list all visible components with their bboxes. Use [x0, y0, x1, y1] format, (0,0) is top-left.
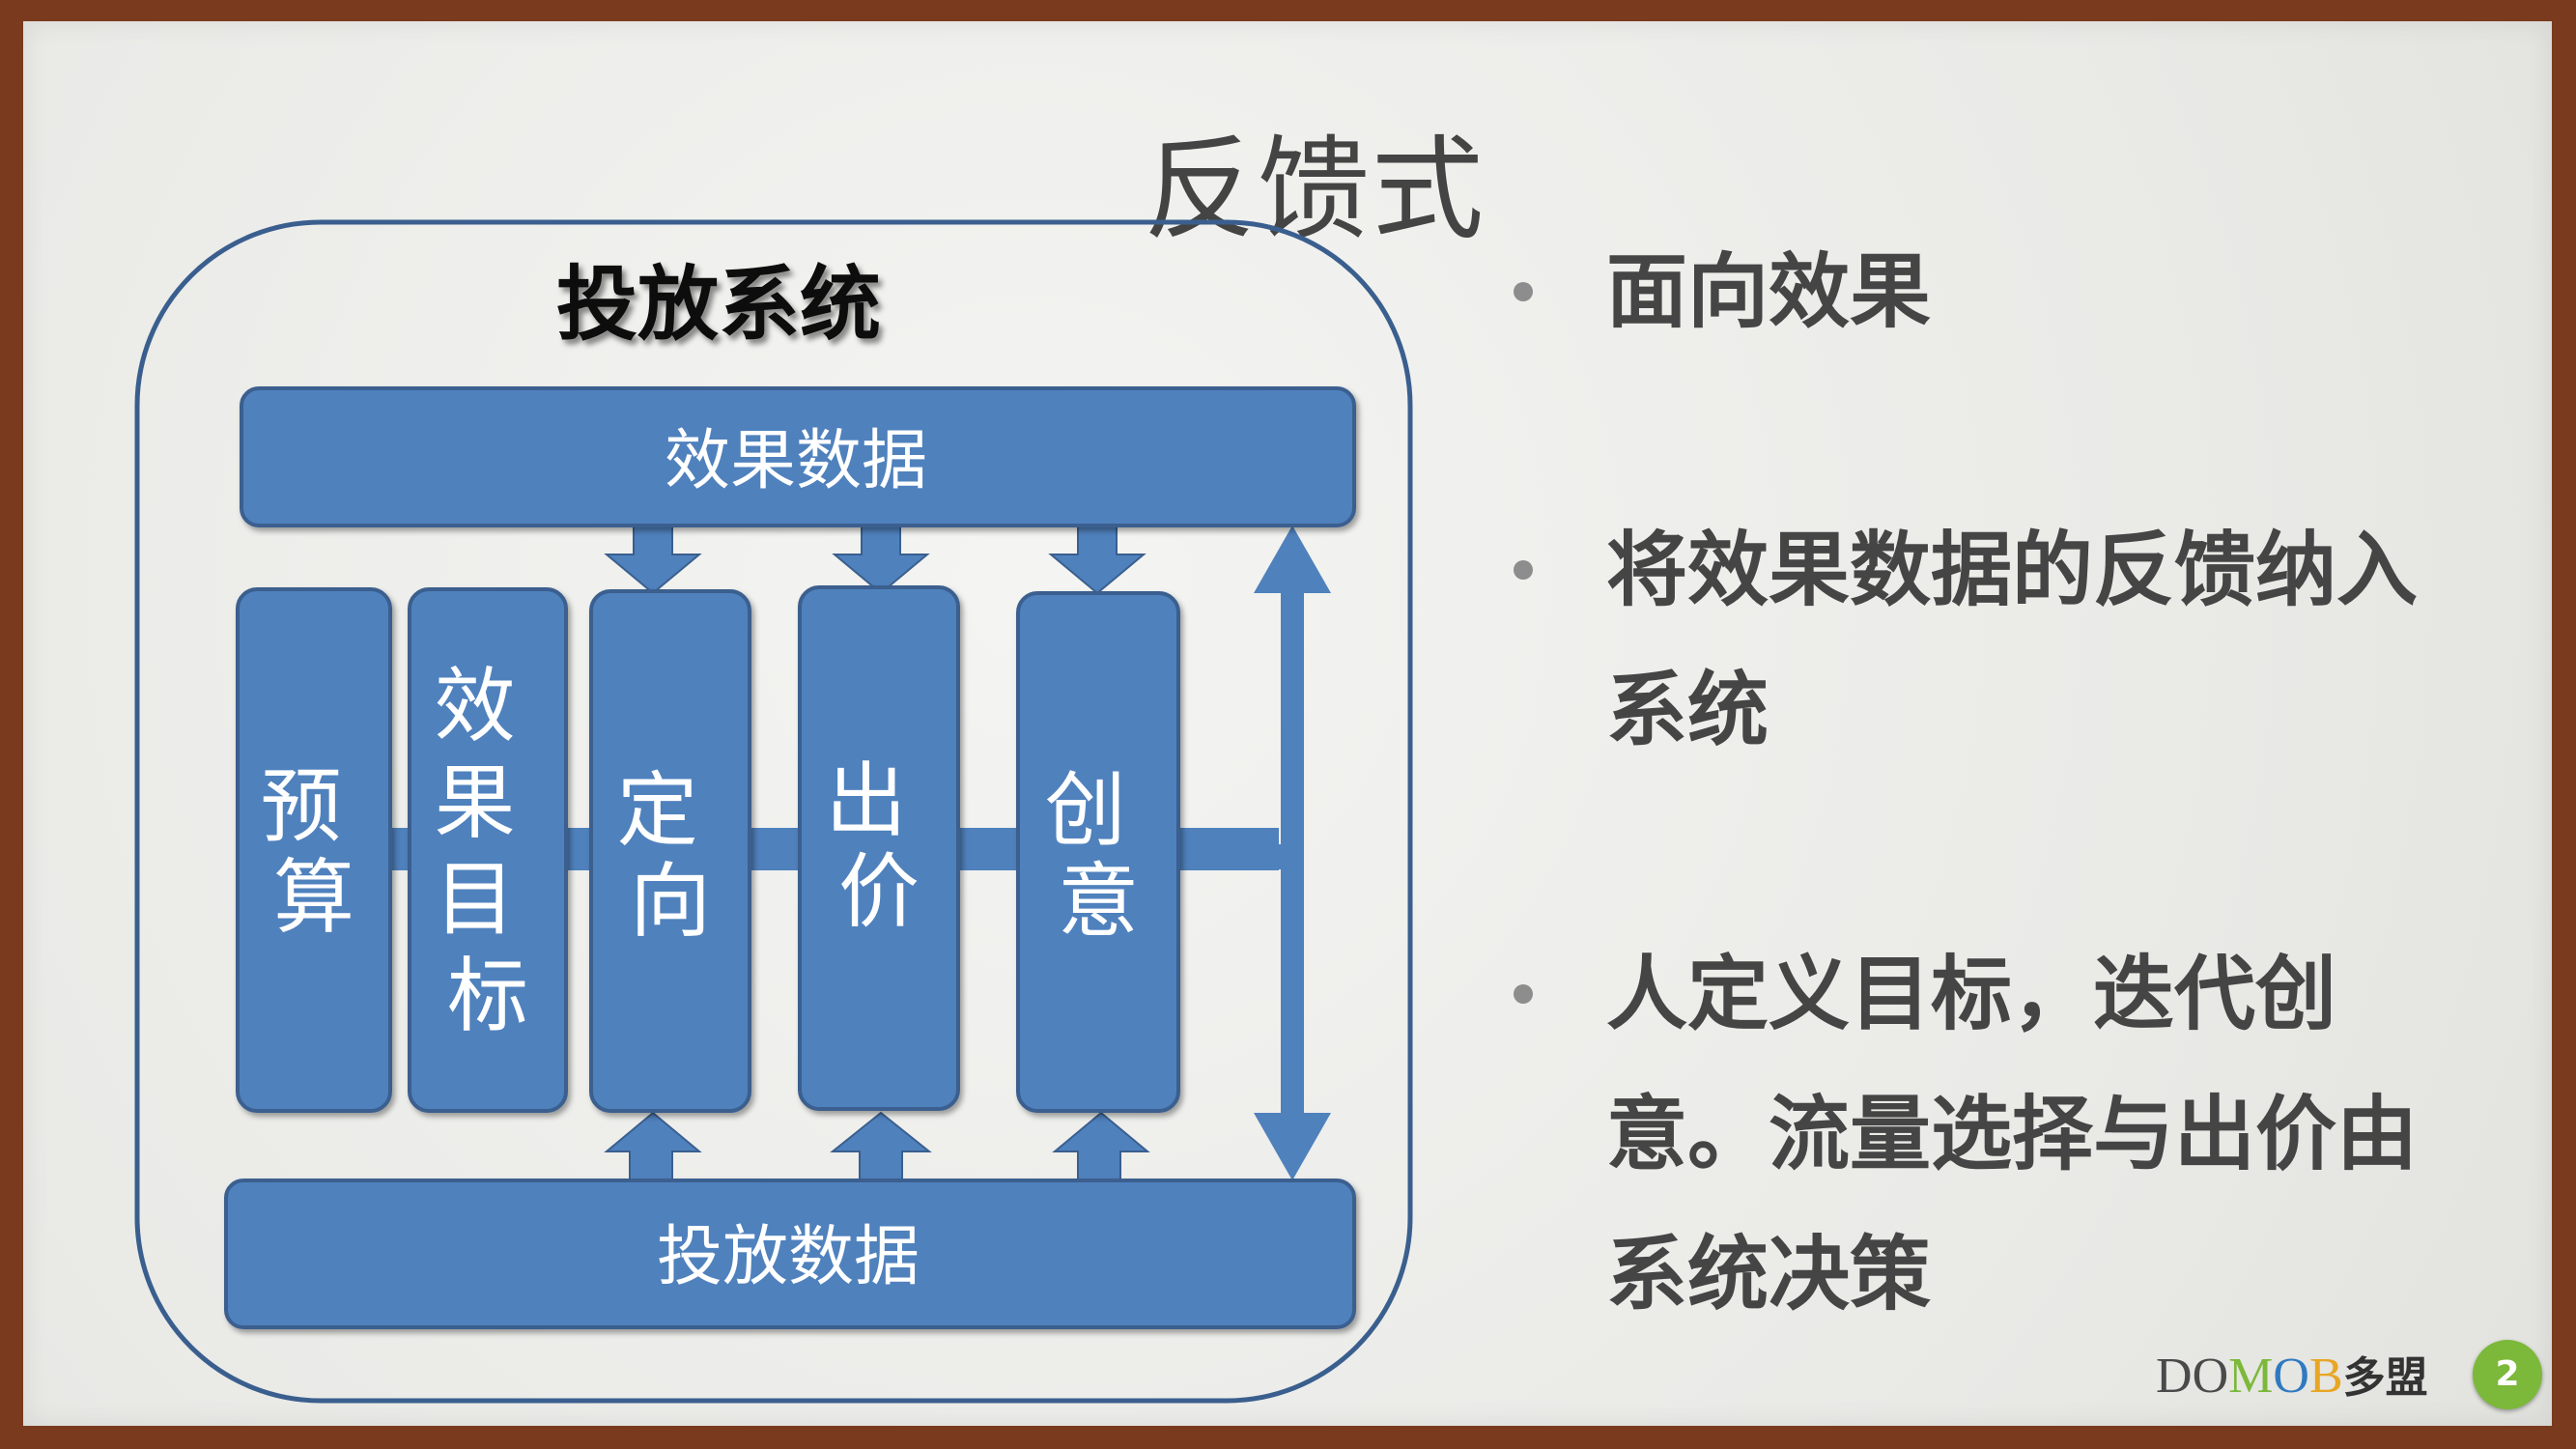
column-budget-char-1: 预 — [261, 759, 342, 854]
column-bidding: 出 价 — [798, 585, 960, 1111]
bullet-dot-icon — [1514, 984, 1533, 1004]
bullet-text: 人定义目标，迭代创意。流量选择与出价由系统决策 — [1606, 947, 2419, 1321]
bullet-dot-icon — [1514, 560, 1533, 580]
logo-latin: DOMOB — [2156, 1349, 2343, 1404]
up-arrow-targeting — [604, 1111, 702, 1181]
up-arrow-bidding — [830, 1111, 932, 1181]
feedback-connector — [1163, 844, 1290, 869]
slide-title: 反馈式 — [1144, 125, 1486, 255]
column-budget: 预 算 — [236, 587, 392, 1113]
column-budget-char-2: 算 — [273, 850, 354, 945]
system-container — [134, 219, 1413, 1404]
bullet-text: 将效果数据的反馈纳入系统 — [1606, 523, 2419, 757]
bullet-dot-icon — [1514, 282, 1533, 301]
top-bar-effect-data: 效果数据 — [240, 386, 1356, 527]
container-title: 投放系统 — [556, 256, 881, 352]
feedback-diagram: 投放系统 效果数据 投放数据 — [134, 219, 1413, 1404]
top-bar-label: 效果数据 — [665, 423, 927, 499]
bullet-text: 面向效果 — [1606, 244, 1932, 339]
bottom-bar-delivery-data: 投放数据 — [224, 1179, 1356, 1329]
down-arrow-bidding — [832, 525, 930, 595]
domob-logo: DOMOB 多盟 — [2156, 1343, 2455, 1404]
column-creative: 创 意 — [1016, 591, 1180, 1113]
column-creative-label: 创 意 — [1045, 763, 1152, 949]
down-arrow-creative — [1048, 525, 1146, 595]
column-budget-label: 预 算 — [261, 759, 368, 945]
column-effect-goal: 效 果 目 标 — [408, 587, 568, 1113]
bottom-bar-label: 投放数据 — [657, 1219, 920, 1295]
up-arrow-creative — [1052, 1111, 1150, 1181]
down-arrow-targeting — [604, 525, 702, 595]
slide: 反馈式 投放系统 — [23, 21, 2552, 1426]
feedback-double-arrow — [1254, 526, 1331, 1180]
column-targeting-label: 定 向 — [617, 763, 724, 949]
logo-cjk: 多盟 — [2342, 1353, 2428, 1403]
column-bidding-label: 出 价 — [826, 753, 933, 939]
column-targeting: 定 向 — [589, 589, 751, 1113]
column-effect-goal-label: 效 果 目 标 — [435, 659, 542, 1043]
page-number-badge: 2 — [2473, 1340, 2542, 1409]
